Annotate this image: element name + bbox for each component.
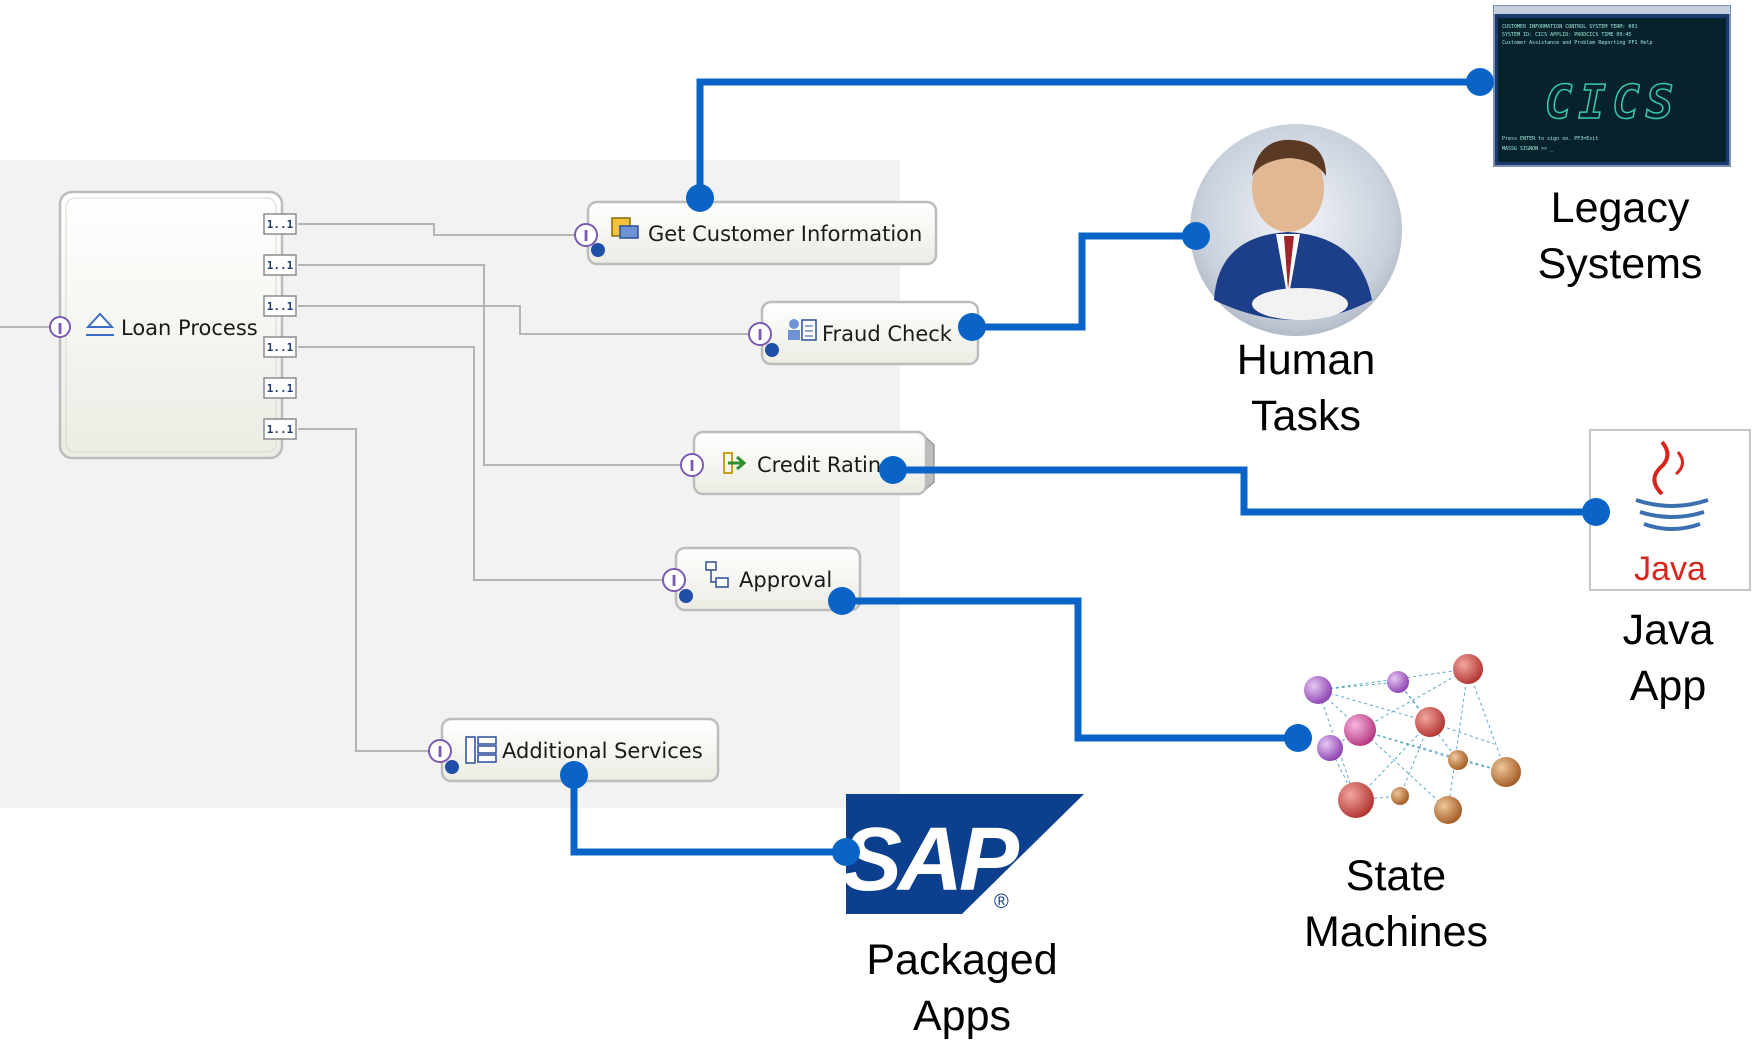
connector-endpoints (560, 68, 1610, 866)
legacy-systems-label-1: Legacy (1551, 184, 1690, 232)
warning-marker-icon (765, 343, 779, 357)
packaged-apps-label-2: Apps (913, 992, 1011, 1040)
connectors (570, 78, 1596, 856)
endpoint-dot (879, 456, 907, 484)
reference-port-1[interactable]: 1..1 (263, 213, 297, 235)
reference-port-3[interactable]: 1..1 (263, 295, 297, 317)
warning-marker-icon (679, 589, 693, 603)
reference-port-2[interactable]: 1..1 (263, 254, 297, 276)
interface-badge-label: I (57, 320, 63, 338)
multiplicity-label: 1..1 (267, 300, 294, 313)
person-photo-icon (1190, 124, 1402, 336)
component-approval[interactable]: I Approval (662, 546, 862, 612)
interface-badge[interactable]: I (49, 316, 71, 338)
multiplicity-label: 1..1 (267, 218, 294, 231)
java-logo-icon: Java (1589, 429, 1751, 591)
endpoint-dot (1582, 498, 1610, 526)
multiplicity-label: 1..1 (267, 382, 294, 395)
endpoint-dot (1182, 222, 1210, 250)
component-fraud-check[interactable]: I Fraud Check (748, 300, 980, 366)
adapter-icon (465, 736, 497, 764)
state-machines-label-1: State (1346, 852, 1446, 900)
component-additional-services[interactable]: I Additional Services (428, 717, 720, 783)
java-component-icon (611, 217, 639, 239)
wire-get-customer-information (298, 223, 575, 236)
component-label: Fraud Check (822, 322, 953, 346)
interface-badge-label: I (689, 457, 695, 475)
java-logo-text: Java (1634, 550, 1706, 588)
svg-text:SYSTEM ID: CICS APPLID: PRODC: SYSTEM ID: CICS APPLID: PRODCICS TIME 09… (1502, 32, 1631, 38)
component-label: Credit Ratin (757, 453, 881, 477)
state-machine-icon (705, 561, 729, 588)
endpoint-dot (686, 184, 714, 212)
component-label: Loan Process (121, 316, 258, 340)
component-loan-process[interactable]: I Loan Process (49, 190, 284, 460)
wires (0, 223, 752, 752)
legacy-screen-logo: CICS (1545, 75, 1680, 129)
legacy-systems-label-2: Systems (1538, 240, 1703, 288)
reference-port-5[interactable]: 1..1 (263, 377, 297, 399)
java-app-label-1: Java (1623, 606, 1714, 654)
endpoint-dot (958, 313, 986, 341)
wire-additional-services (298, 428, 430, 752)
import-arrow-icon (723, 452, 747, 474)
sap-registered-mark: ® (994, 891, 1009, 913)
wire-fraud-check (298, 305, 752, 335)
interface-badge[interactable]: I (428, 739, 452, 763)
endpoint-dot (1466, 68, 1494, 96)
reference-port-4[interactable]: 1..1 (263, 336, 297, 358)
component-get-customer-information[interactable]: I Get Customer Information (574, 200, 938, 266)
multiplicity-label: 1..1 (267, 259, 294, 272)
connector-java-app (893, 466, 1596, 516)
connector-state-machines (842, 597, 1298, 742)
component-label: Approval (739, 568, 832, 592)
interface-badge[interactable]: I (680, 453, 704, 477)
wire-approval (298, 346, 664, 581)
interface-badge[interactable]: I (748, 322, 772, 346)
warning-marker-icon (591, 243, 605, 257)
reference-port-6[interactable]: 1..1 (263, 418, 297, 440)
component-credit-rating[interactable]: I Credit Ratin (680, 430, 935, 496)
svg-text:CUSTOMER INFORMATION CONTROL S: CUSTOMER INFORMATION CONTROL SYSTEM TERM… (1502, 24, 1637, 30)
interface-badge-label: I (671, 572, 677, 590)
svg-text:MASSG SIGNON >> _: MASSG SIGNON >> _ (1502, 146, 1554, 152)
human-task-icon (788, 319, 817, 341)
endpoint-dot (828, 587, 856, 615)
component-label: Additional Services (502, 739, 703, 763)
wire-credit-rating (298, 264, 680, 466)
connector-packaged-apps (570, 775, 846, 856)
interface-badge[interactable]: I (662, 568, 686, 592)
multiplicity-label: 1..1 (267, 341, 294, 354)
sap-logo-icon: SAP ® (842, 794, 1084, 914)
state-network-icon (1304, 654, 1521, 824)
multiplicity-label: 1..1 (267, 423, 294, 436)
sap-logo-text: SAP (842, 810, 1020, 910)
connector-human-tasks (972, 232, 1196, 331)
java-app-label-2: App (1630, 662, 1707, 710)
component-label: Get Customer Information (648, 222, 922, 246)
human-tasks-label-2: Tasks (1251, 392, 1361, 440)
connector-legacy-systems (696, 78, 1480, 198)
legacy-terminal-icon: CUSTOMER INFORMATION CONTROL SYSTEM TERM… (1493, 5, 1731, 167)
human-tasks-label-1: Human (1237, 336, 1376, 384)
endpoint-dot (1284, 724, 1312, 752)
interface-badge-label: I (757, 326, 763, 344)
interface-badge-label: I (583, 227, 589, 245)
endpoint-dot (832, 838, 860, 866)
state-machines-label-2: Machines (1304, 908, 1488, 956)
interface-badge[interactable]: I (574, 223, 598, 247)
packaged-apps-label-1: Packaged (866, 936, 1057, 984)
endpoint-dot (560, 761, 588, 789)
svg-text:Press ENTER to sign on. PF3=E: Press ENTER to sign on. PF3=Exit (1502, 136, 1598, 142)
interface-badge-label: I (437, 743, 443, 761)
warning-marker-icon (445, 760, 459, 774)
svg-text:Customer Assistance and Proble: Customer Assistance and Problem Reportin… (1502, 40, 1653, 46)
process-icon (85, 312, 115, 336)
